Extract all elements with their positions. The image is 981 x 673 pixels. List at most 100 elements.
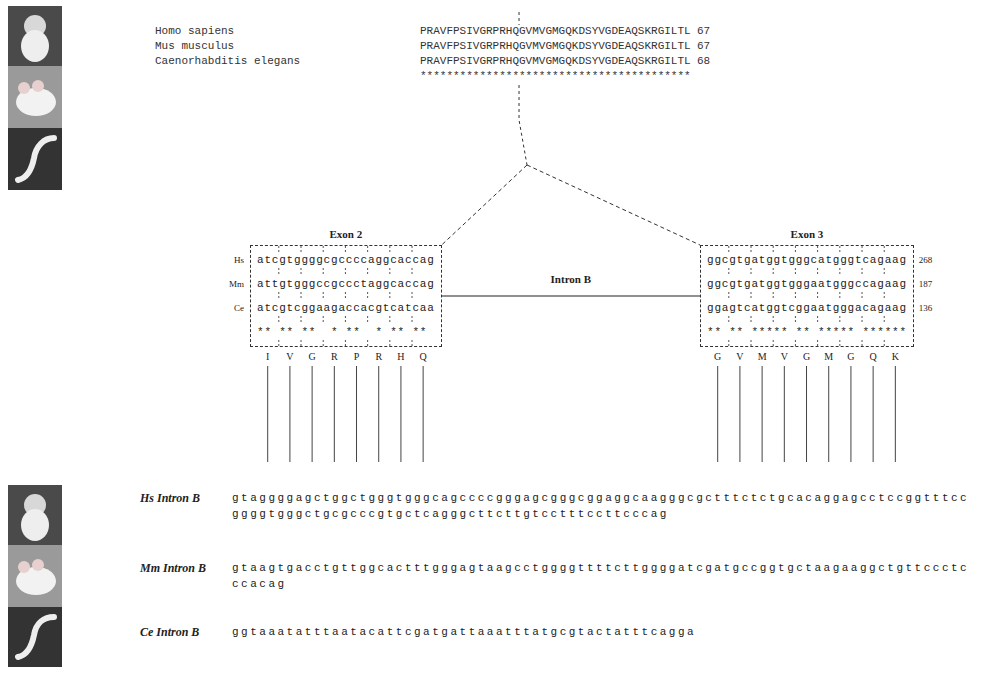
codon-divider xyxy=(884,268,885,276)
split-line xyxy=(519,12,520,25)
codon-divider xyxy=(773,268,774,276)
amino-acid: G xyxy=(308,351,315,363)
codon-divider xyxy=(301,268,302,276)
worm-photo xyxy=(8,607,62,667)
amino-acid: M xyxy=(824,351,833,363)
codon-divider xyxy=(323,268,324,276)
codon-divider xyxy=(301,340,302,346)
codon-divider xyxy=(389,316,390,324)
codon-leader xyxy=(717,366,718,462)
codon-divider xyxy=(751,292,752,300)
codon-divider xyxy=(795,340,796,346)
conservation-row: ****************************************… xyxy=(420,69,691,83)
codon-divider xyxy=(728,316,729,324)
codon-leader xyxy=(356,366,357,462)
position-number: 136 xyxy=(919,302,933,314)
amino-acid: K xyxy=(892,351,899,363)
codon-leader xyxy=(289,366,290,462)
species-name: Mus musculus xyxy=(155,39,234,53)
codon-divider xyxy=(323,316,324,324)
codon-divider xyxy=(839,246,840,252)
worm-photo xyxy=(8,128,62,190)
codon-divider xyxy=(795,246,796,252)
codon-divider xyxy=(751,316,752,324)
amino-acid: Q xyxy=(870,351,877,363)
exon-box: Exon 2atcgtggggcgccccaggcaccagattgtgggcc… xyxy=(250,245,442,347)
nucleotide-row: atcgtcggaagaccacgtcatcaa xyxy=(257,296,435,320)
residue-count: 68 xyxy=(697,54,710,68)
codon-divider xyxy=(412,246,413,252)
intron-label: Intron B xyxy=(548,272,594,286)
exon-title: Exon 3 xyxy=(701,227,913,241)
codon-leader xyxy=(312,366,313,462)
amino-acid: R xyxy=(331,351,338,363)
intron-title: Hs Intron B xyxy=(140,490,200,506)
codon-divider xyxy=(367,292,368,300)
codon-divider xyxy=(367,268,368,276)
amino-acid: V xyxy=(781,351,788,363)
codon-divider xyxy=(862,246,863,252)
codon-divider xyxy=(862,340,863,346)
codon-leader xyxy=(762,366,763,462)
codon-divider xyxy=(728,268,729,276)
codon-divider xyxy=(412,292,413,300)
codon-divider xyxy=(773,246,774,252)
codon-divider xyxy=(278,316,279,324)
mouse-photo xyxy=(8,66,62,128)
codon-divider xyxy=(728,246,729,252)
exon-pointer xyxy=(527,165,700,245)
codon-divider xyxy=(389,268,390,276)
nucleotide-row: ggcgtgatggtgggaatgggccagaag xyxy=(707,272,907,296)
codon-divider xyxy=(884,340,885,346)
amino-acid: G xyxy=(714,351,721,363)
codon-leader xyxy=(378,366,379,462)
codon-divider xyxy=(323,340,324,346)
codon-divider xyxy=(751,340,752,346)
species-code: Ce xyxy=(234,302,244,314)
codon-divider xyxy=(884,246,885,252)
codon-divider xyxy=(367,340,368,346)
intron-sequence: gtaggggagctggctgggtgggcagccccgggagcgggcg… xyxy=(232,490,972,522)
amino-acid: M xyxy=(758,351,767,363)
codon-divider xyxy=(795,316,796,324)
codon-leader xyxy=(334,366,335,462)
exon-pointer xyxy=(442,165,527,245)
nucleotide-row: ** ** ***** ** ***** ****** xyxy=(707,320,907,344)
codon-divider xyxy=(751,268,752,276)
codon-divider xyxy=(862,316,863,324)
codon-divider xyxy=(728,340,729,346)
position-number: 268 xyxy=(919,254,933,266)
codon-divider xyxy=(795,268,796,276)
residue-count: 67 xyxy=(697,24,710,38)
codon-divider xyxy=(278,246,279,252)
darwin-photo xyxy=(8,6,62,66)
amino-acid: V xyxy=(736,351,743,363)
codon-divider xyxy=(389,246,390,252)
protein-sequence: PRAVFPSIVGRPRHQGVMVGMGQKDSYVGDEAQSKRGILT… xyxy=(420,24,691,38)
codon-divider xyxy=(345,340,346,346)
codon-divider xyxy=(323,246,324,252)
codon-divider xyxy=(817,340,818,346)
codon-divider xyxy=(367,316,368,324)
codon-leader xyxy=(784,366,785,462)
intron-title: Mm Intron B xyxy=(140,560,206,576)
amino-acid: V xyxy=(286,351,293,363)
nucleotide-row: ggagtcatggtcggaatgggacagaag xyxy=(707,296,907,320)
amino-acid: P xyxy=(354,351,360,363)
codon-leader xyxy=(806,366,807,462)
nucleotide-row: atcgtggggcgccccaggcaccag xyxy=(257,248,435,272)
protein-sequence: PRAVFPSIVGRPRHQGVMVGMGQKDSYVGDEAQSKRGILT… xyxy=(420,39,691,53)
codon-divider xyxy=(301,292,302,300)
codon-divider xyxy=(323,292,324,300)
codon-leader xyxy=(739,366,740,462)
codon-divider xyxy=(389,340,390,346)
codon-divider xyxy=(817,292,818,300)
mouse-photo xyxy=(8,545,62,607)
codon-leader xyxy=(423,366,424,462)
amino-acid: G xyxy=(803,351,810,363)
amino-acid: Q xyxy=(420,351,427,363)
codon-divider xyxy=(278,292,279,300)
codon-divider xyxy=(817,268,818,276)
amino-acid: I xyxy=(266,351,269,363)
species-name: Caenorhabditis elegans xyxy=(155,54,300,68)
